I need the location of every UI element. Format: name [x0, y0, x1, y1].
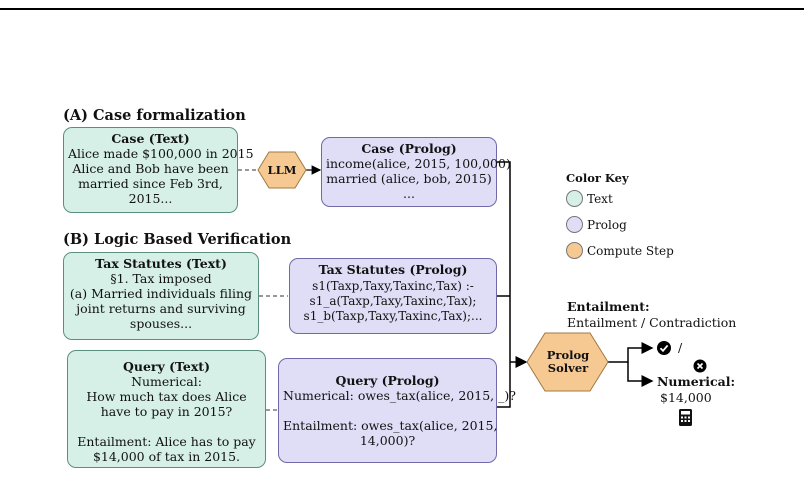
color-key-label: Text	[587, 191, 613, 206]
query-prolog-box: Query (Prolog) Numerical: owes_tax(alice…	[278, 358, 516, 463]
case-text-line: Alice and Bob have been	[72, 161, 229, 176]
query-text-line: Numerical:	[131, 374, 202, 389]
llm-hexagon	[257, 151, 307, 189]
solver-label-line-1: Prolog	[546, 348, 590, 362]
query-text-line: How much tax does Alice	[86, 389, 247, 404]
case-text-line: 2015...	[128, 191, 173, 206]
solver-label: Prolog Solver	[537, 349, 599, 375]
case-prolog-box: Case (Prolog) income(alice, 2015, 100,00…	[321, 137, 511, 207]
query-prolog-title: Query (Prolog)	[335, 373, 440, 388]
query-text-box: Query (Text) Numerical: How much tax doe…	[67, 350, 266, 468]
query-text-line: $14,000 of tax in 2015.	[92, 449, 241, 464]
query-prolog-line: Entailment: owes_tax(alice, 2015,	[283, 418, 498, 433]
case-text-box: Case (Text) Alice made $100,000 in 2015 …	[63, 127, 254, 213]
slash-separator: /	[678, 340, 683, 355]
query-text-line	[72, 419, 261, 434]
case-prolog-line: ...	[403, 186, 415, 201]
case-prolog-line: income(alice, 2015, 100,000)	[326, 156, 511, 171]
entailment-values: Entailment / Contradiction	[567, 315, 737, 330]
numerical-title: Numerical:	[657, 374, 736, 389]
query-text-line: Entailment: Alice has to pay	[77, 434, 256, 449]
case-prolog-title: Case (Prolog)	[361, 141, 457, 156]
case-text-title: Case (Text)	[111, 131, 190, 146]
case-prolog-line: married (alice, bob, 2015)	[326, 171, 492, 186]
color-key-compute: Compute Step	[566, 242, 674, 259]
statutes-prolog-line: s1(Taxp,Taxy,Taxinc,Tax) :-	[312, 279, 474, 293]
solver-hexagon	[526, 332, 609, 392]
statutes-text-line: §1. Tax imposed	[110, 271, 212, 286]
top-rule	[0, 8, 804, 10]
query-text-line: have to pay in 2015?	[100, 404, 233, 419]
statutes-text-title: Tax Statutes (Text)	[95, 256, 227, 271]
entailment-output-arrow	[608, 342, 654, 363]
color-key-label: Compute Step	[587, 243, 674, 258]
color-key-prolog: Prolog	[566, 216, 627, 233]
merge-line	[497, 161, 511, 408]
prolog-swatch-icon	[566, 216, 583, 233]
entailment-title: Entailment:	[567, 299, 650, 314]
statutes-prolog-box: Tax Statutes (Prolog) s1(Taxp,Taxy,Taxin…	[289, 258, 497, 334]
numerical-value: $14,000	[660, 390, 712, 405]
case-text-line: married since Feb 3rd,	[78, 176, 223, 191]
case-text-line: Alice made $100,000 in 2015	[68, 146, 254, 161]
query-text-title: Query (Text)	[122, 359, 210, 374]
cross-icon	[693, 359, 707, 373]
solver-label-line-2: Solver	[547, 361, 589, 375]
numerical-output-arrow	[627, 362, 654, 387]
statutes-text-box: Tax Statutes (Text) §1. Tax imposed (a) …	[63, 252, 259, 340]
calculator-icon	[679, 409, 692, 426]
statutes-prolog-line: s1_a(Taxp,Taxy,Taxinc,Tax);	[309, 294, 477, 308]
query-prolog-line	[283, 403, 492, 418]
statutes-text-line: joint returns and surviving	[76, 301, 246, 316]
statutes-prolog-title: Tax Statutes (Prolog)	[318, 262, 468, 277]
check-icon	[657, 341, 671, 355]
query-prolog-line: Numerical: owes_tax(alice, 2015, _)?	[283, 388, 516, 403]
color-key-label: Prolog	[587, 217, 627, 232]
compute-swatch-icon	[566, 242, 583, 259]
section-b-heading: (B) Logic Based Verification	[63, 231, 292, 248]
section-a-heading: (A) Case formalization	[63, 107, 246, 124]
statutes-text-line: spouses...	[129, 316, 193, 331]
text-swatch-icon	[566, 190, 583, 207]
color-key-title: Color Key	[566, 171, 629, 185]
llm-label: LLM	[267, 163, 297, 177]
color-key-text: Text	[566, 190, 613, 207]
statutes-prolog-line: s1_b(Taxp,Taxy,Taxinc,Tax);...	[303, 309, 483, 323]
query-prolog-line: 14,000)?	[359, 433, 416, 448]
statutes-text-line: (a) Married individuals filing	[69, 286, 253, 301]
